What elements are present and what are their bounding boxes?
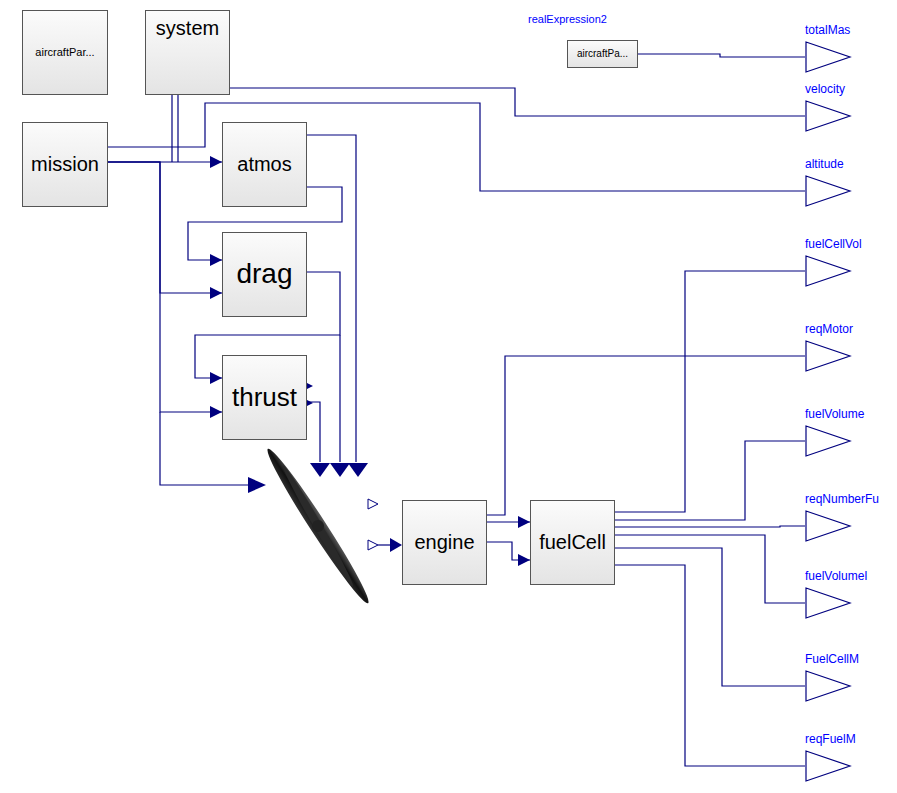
output-connector	[307, 400, 313, 406]
output-name: reqMotor	[805, 322, 853, 337]
drag-wire	[339, 335, 340, 462]
input-connector	[390, 538, 402, 552]
output-name: velocity	[805, 82, 845, 97]
expression-value: aircraftPa...	[577, 48, 628, 60]
system-wire	[171, 95, 172, 162]
output-triangle-outline	[806, 511, 850, 541]
component-block: atmos	[222, 122, 307, 207]
signal-connection	[615, 526, 805, 527]
signal-connection	[615, 565, 805, 766]
output-triangle-outline	[806, 588, 850, 618]
output-triangle	[805, 175, 852, 207]
output-triangle-outline	[806, 426, 850, 456]
signal-connection	[615, 548, 805, 686]
block-name: fuelCell	[539, 531, 606, 554]
thrust-wire	[307, 402, 320, 462]
output-connector	[307, 383, 313, 389]
output-triangle	[805, 670, 852, 702]
output-connector-block: altitude	[760, 157, 893, 207]
signal-connection	[615, 271, 805, 512]
signal-connection	[615, 441, 805, 520]
atmos-wire	[307, 135, 356, 462]
input-connectors	[307, 383, 368, 477]
signal-connection	[108, 162, 222, 293]
output-name: fuelCellVol	[805, 237, 862, 252]
output-triangle	[805, 425, 852, 457]
output-name: fuelVolume	[805, 407, 864, 422]
output-connector-block: velocity	[760, 82, 893, 132]
output-triangle-outline	[806, 256, 850, 286]
signal-connection	[487, 356, 805, 515]
block-name: thrust	[232, 383, 297, 413]
block-name: atmos	[237, 153, 291, 176]
input-connector	[310, 463, 330, 477]
block-name: mission	[31, 153, 99, 176]
block-name: engine	[414, 531, 474, 554]
component-block: engine	[402, 500, 487, 585]
output-connector-block: reqMotor	[760, 322, 893, 372]
output-triangle	[805, 100, 852, 132]
output-connector-block: fuelCellVol	[760, 237, 893, 287]
signal-connection	[638, 54, 805, 57]
propeller-blade	[261, 444, 375, 607]
output-connector	[368, 499, 378, 509]
propeller-hub	[312, 520, 324, 532]
propeller-wire	[378, 544, 392, 545]
expression-box: aircraftPa...	[567, 40, 638, 68]
component-block: thrust	[222, 355, 307, 440]
component-block: aircraftPar...	[22, 10, 108, 95]
output-triangle-outline	[806, 42, 850, 72]
output-connector	[368, 540, 378, 550]
component-block: mission	[22, 122, 108, 207]
output-triangle-outline	[806, 176, 850, 206]
output-connectors	[368, 499, 378, 550]
signal-connection	[487, 542, 530, 560]
block-name: drag	[236, 258, 292, 290]
output-connector-block: fuelVolumeI	[760, 569, 893, 619]
output-triangle-outline	[806, 101, 850, 131]
output-triangle-outline	[806, 751, 850, 781]
signal-connection	[108, 162, 222, 412]
component-block: drag	[222, 232, 307, 317]
signal-connection	[487, 521, 530, 522]
output-triangle-outline	[806, 341, 850, 371]
signal-connection	[230, 88, 805, 116]
input-connector	[330, 463, 350, 477]
output-triangle	[805, 255, 852, 287]
output-name: totalMas	[805, 23, 850, 38]
propeller-blade	[280, 463, 357, 588]
output-connector-block: reqFuelM	[760, 732, 893, 782]
output-name: FuelCellM	[805, 652, 859, 667]
output-triangle	[805, 340, 852, 372]
output-name: reqNumberFu	[805, 492, 879, 507]
output-name: reqFuelM	[805, 732, 856, 747]
system-wire	[177, 95, 178, 162]
output-triangle	[805, 510, 852, 542]
output-connector-block: fuelVolume	[760, 407, 893, 457]
signal-connection	[615, 535, 805, 603]
input-connector	[348, 463, 368, 477]
output-name: altitude	[805, 157, 844, 172]
output-connector-block: reqNumberFu	[760, 492, 893, 542]
expression-block: realExpression2 aircraftPa...	[528, 12, 640, 68]
instance-name: realExpression2	[528, 12, 607, 27]
block-name: aircraftPar...	[35, 46, 94, 59]
block-name: system	[156, 17, 219, 40]
propeller-picture	[261, 444, 375, 607]
component-block: system	[145, 10, 230, 95]
input-connector	[248, 477, 266, 493]
component-block: fuelCell	[530, 500, 615, 585]
signal-connection	[108, 103, 805, 191]
output-triangle	[805, 41, 852, 73]
output-triangle-outline	[806, 671, 850, 701]
output-connector-block: totalMas	[760, 23, 893, 73]
output-connector-block: FuelCellM	[760, 652, 893, 702]
output-name: fuelVolumeI	[805, 569, 868, 584]
output-triangle	[805, 587, 852, 619]
output-triangle	[805, 750, 852, 782]
